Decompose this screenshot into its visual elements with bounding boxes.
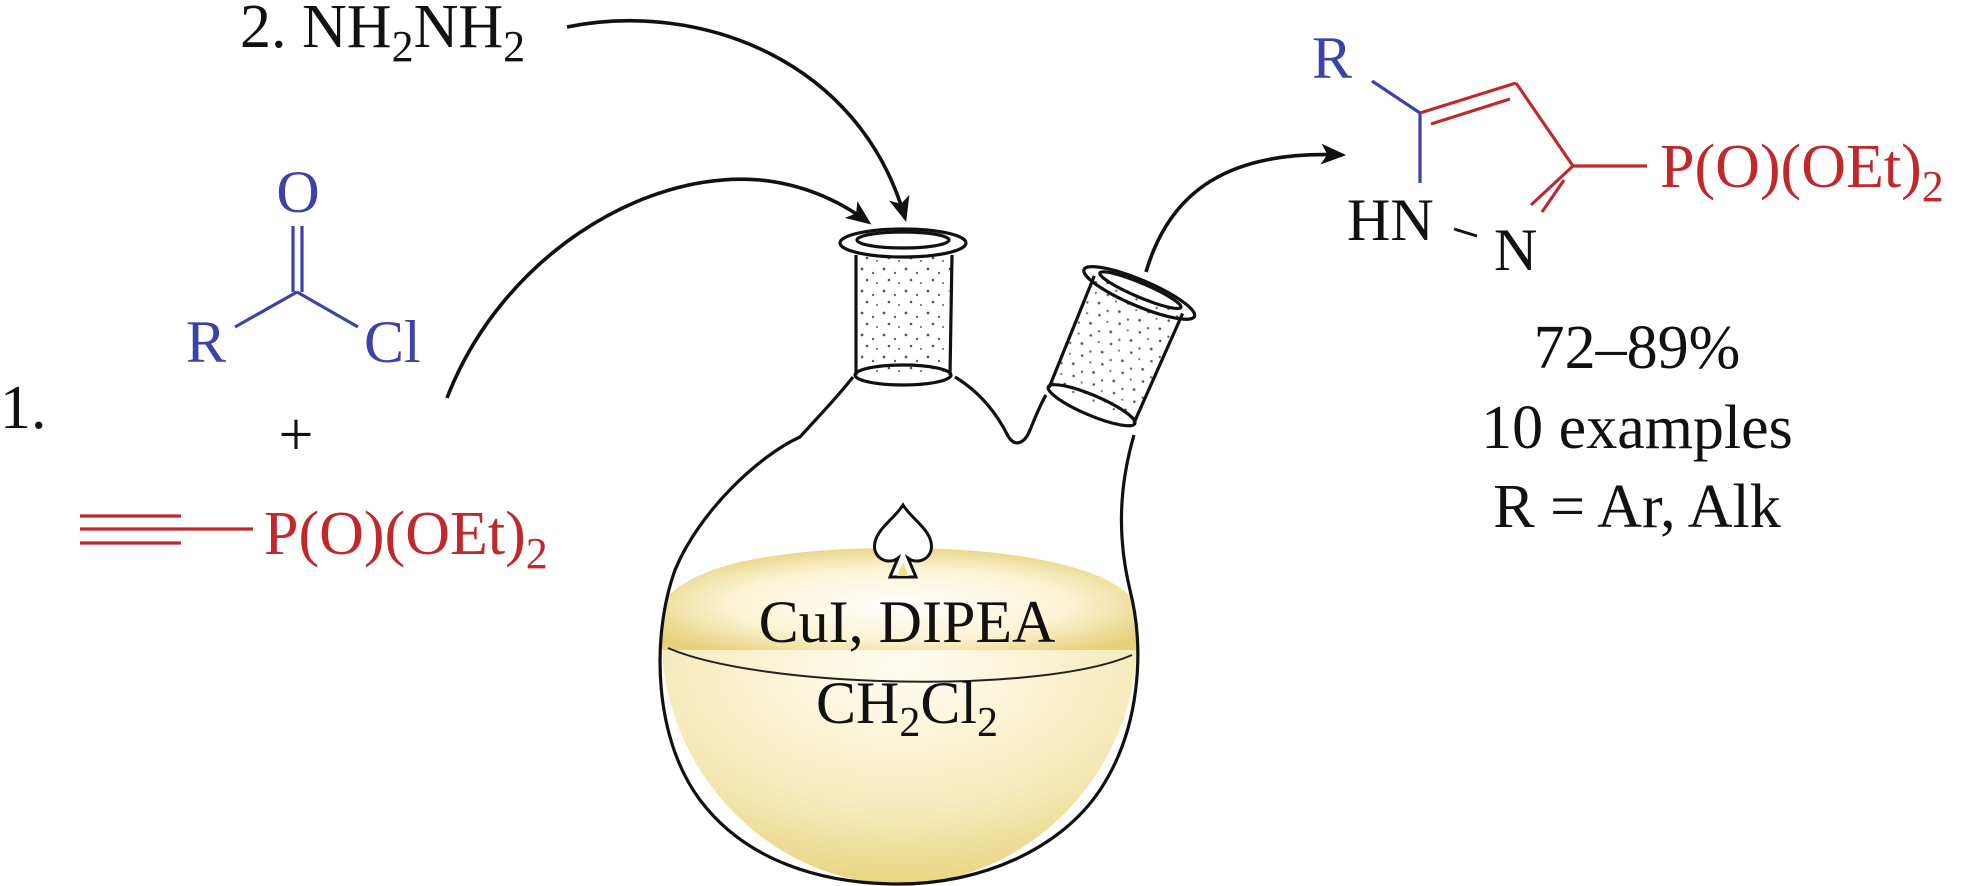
c5-c4-double-bond-inner: [1430, 97, 1511, 126]
pyrazole-phosphonate-product: R HN N P(O)(OEt)2: [1312, 25, 1944, 283]
side-neck-right: [1132, 312, 1185, 424]
acyl-chloride-structure: O R Cl: [186, 159, 421, 375]
example-count: 10 examples: [1481, 394, 1793, 462]
ethynylphosphonate-structure: P(O)(OEt)2: [80, 500, 548, 578]
flask-bulb-outline: [658, 376, 1140, 886]
plus-sign: +: [279, 401, 314, 469]
c3-n2-double-bond-inner: [1540, 179, 1566, 213]
center-neck-right: [948, 254, 954, 376]
carbonyl-oxygen: O: [276, 159, 319, 225]
arrow-step1-to-flask: [445, 177, 872, 399]
heat-icon: [873, 502, 933, 579]
two-neck-flask: CuI, DIPEA CH2Cl2: [658, 227, 1197, 886]
side-neck-bottom-rim: [1046, 383, 1137, 428]
c5-c4-double-bond: [1419, 81, 1517, 115]
r-c5-bond: [1371, 79, 1421, 115]
center-neck-opening: [855, 230, 951, 250]
reagents-text: CuI, DIPEA: [759, 589, 1056, 655]
c3-n2-double-bond: [1529, 164, 1575, 207]
center-neck-frosted: [856, 255, 951, 375]
arrow-hydrazine-to-flask: [566, 19, 910, 223]
c-r-bond: [234, 290, 298, 329]
n1-n2-bond: [1453, 227, 1478, 238]
arrow-flask-to-product: [1144, 143, 1347, 273]
product-phosphonate-group: P(O)(OEt)2: [1660, 133, 1944, 211]
r-group: R: [186, 309, 226, 375]
side-neck-left: [1047, 275, 1096, 388]
c4-c3-bond: [1514, 82, 1575, 167]
nh-atom: HN: [1347, 187, 1434, 253]
center-neck-bottom-rim: [853, 363, 953, 387]
side-neck-frosted: [1047, 276, 1183, 424]
yield-range: 72–89%: [1534, 314, 1741, 382]
side-neck-top-rim: [1082, 265, 1197, 321]
step1-label: 1.: [0, 374, 47, 442]
chlorine: Cl: [364, 309, 421, 375]
side-neck-opening: [1098, 270, 1183, 311]
flask-shoulder: [954, 375, 1048, 445]
liquid-meniscus-line: [667, 647, 1133, 683]
center-neck-top-rim: [838, 227, 968, 259]
liquid-surface: [662, 548, 1137, 650]
n2-atom: N: [1494, 217, 1537, 283]
solvent-text: CH2Cl2: [816, 670, 998, 746]
phosphonate-group: P(O)(OEt)2: [264, 500, 548, 578]
c-cl-bond: [296, 290, 359, 329]
substrate-scope: R = Ar, Alk: [1493, 473, 1780, 541]
step2-label: 2. NH2NH2: [240, 0, 525, 71]
product-r-group: R: [1312, 25, 1352, 91]
